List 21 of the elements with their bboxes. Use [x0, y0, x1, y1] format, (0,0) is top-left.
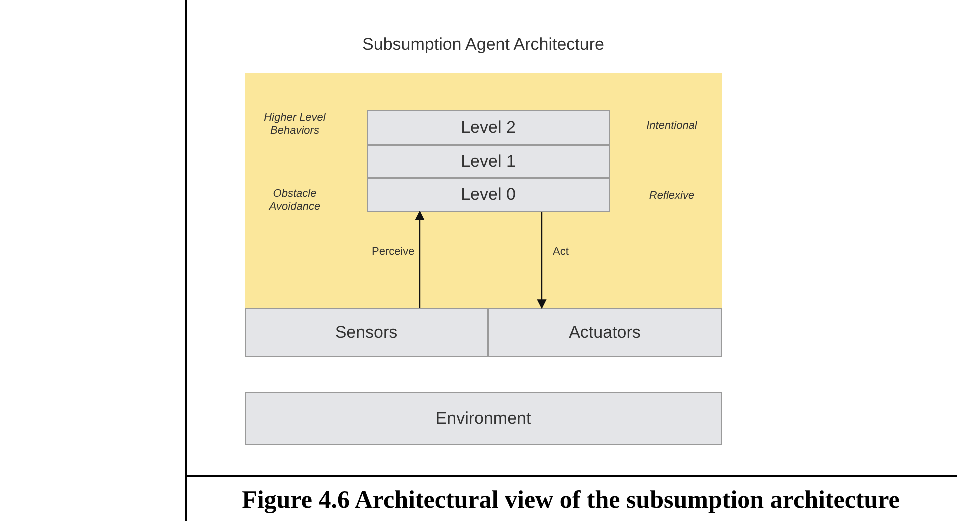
- layer-label: Environment: [436, 408, 532, 430]
- layer-label: Level 0: [461, 184, 516, 206]
- arrow: [415, 210, 425, 308]
- layer-box: [367, 178, 610, 212]
- layer-box: [245, 308, 488, 357]
- diagram-title: Subsumption Agent Architecture: [362, 34, 606, 56]
- layer-box: [367, 145, 610, 178]
- layer-panel: [245, 73, 722, 308]
- figure-caption: Figure 4.6 Architectural view of the subsumption architecture: [241, 486, 901, 516]
- layer-label: Level 2: [461, 116, 516, 139]
- side-note: Higher Level Behaviors: [263, 112, 327, 138]
- layer-label: Sensors: [335, 322, 398, 344]
- layer-box: [488, 308, 722, 357]
- side-note: Intentional: [646, 120, 698, 133]
- layer-box: [367, 110, 610, 145]
- side-note: Reflexive: [648, 190, 696, 203]
- layer-box: [245, 392, 722, 445]
- layer-label: Level 1: [461, 150, 516, 173]
- layer-label: Actuators: [569, 322, 641, 344]
- arrow: [537, 212, 547, 310]
- side-note: Obstacle Avoidance: [268, 188, 322, 214]
